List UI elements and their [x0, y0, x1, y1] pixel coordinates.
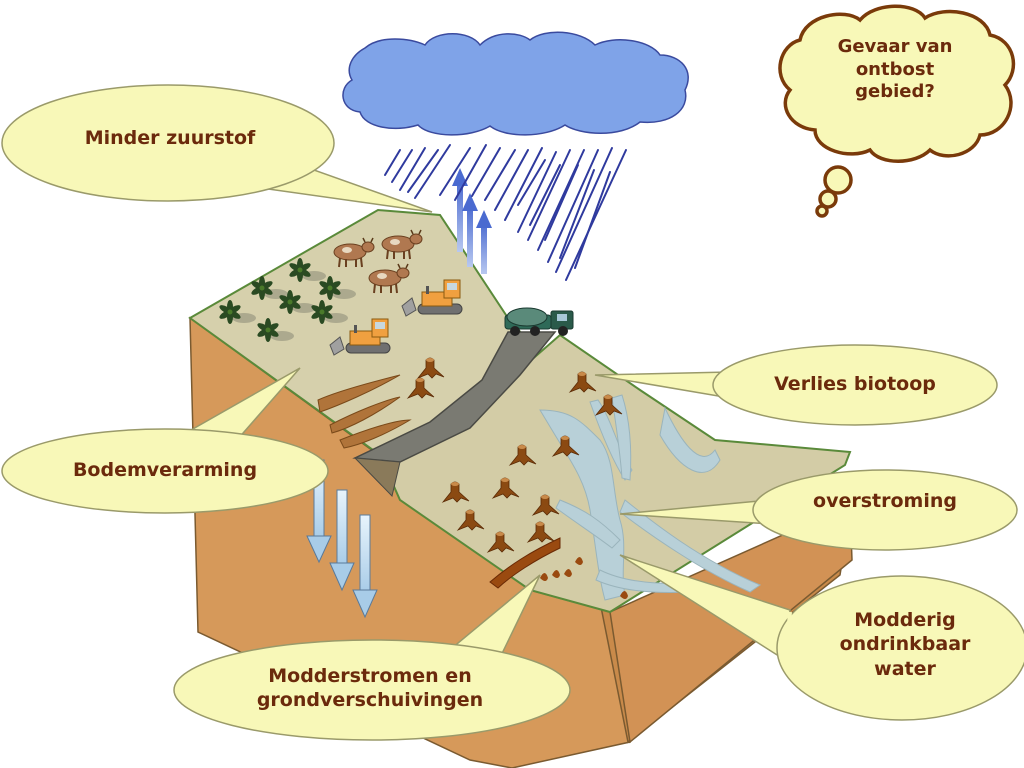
raindrop	[545, 165, 578, 240]
callout-muddy-water-label: Modderig ondrinkbaar water	[800, 608, 1010, 681]
raindrop	[556, 148, 612, 272]
raindrop	[548, 150, 598, 262]
callout-soil-depletion-label: Bodemverarming	[20, 458, 310, 482]
thought-bubble-label: Gevaar van ontbost gebied?	[800, 36, 990, 104]
callout-less-oxygen-label: Minder zuurstof	[20, 126, 320, 150]
callout-soil-depletion	[2, 368, 328, 513]
raindrop	[495, 150, 528, 210]
raindrop	[400, 148, 425, 190]
raindrop	[415, 145, 450, 198]
callout-habitat-loss-label: Verlies biotoop	[730, 372, 980, 396]
raindrop	[392, 150, 412, 182]
callout-flooding-label: overstroming	[770, 489, 1000, 513]
raindrop	[472, 148, 500, 196]
raindrop	[485, 150, 515, 200]
callout-mudflows-label: Modderstromen en grondverschuivingen	[200, 664, 540, 713]
arrow-up-icon	[476, 210, 492, 274]
truck-icon	[505, 308, 573, 336]
cloud-icon	[343, 32, 688, 135]
raindrop	[560, 170, 594, 258]
